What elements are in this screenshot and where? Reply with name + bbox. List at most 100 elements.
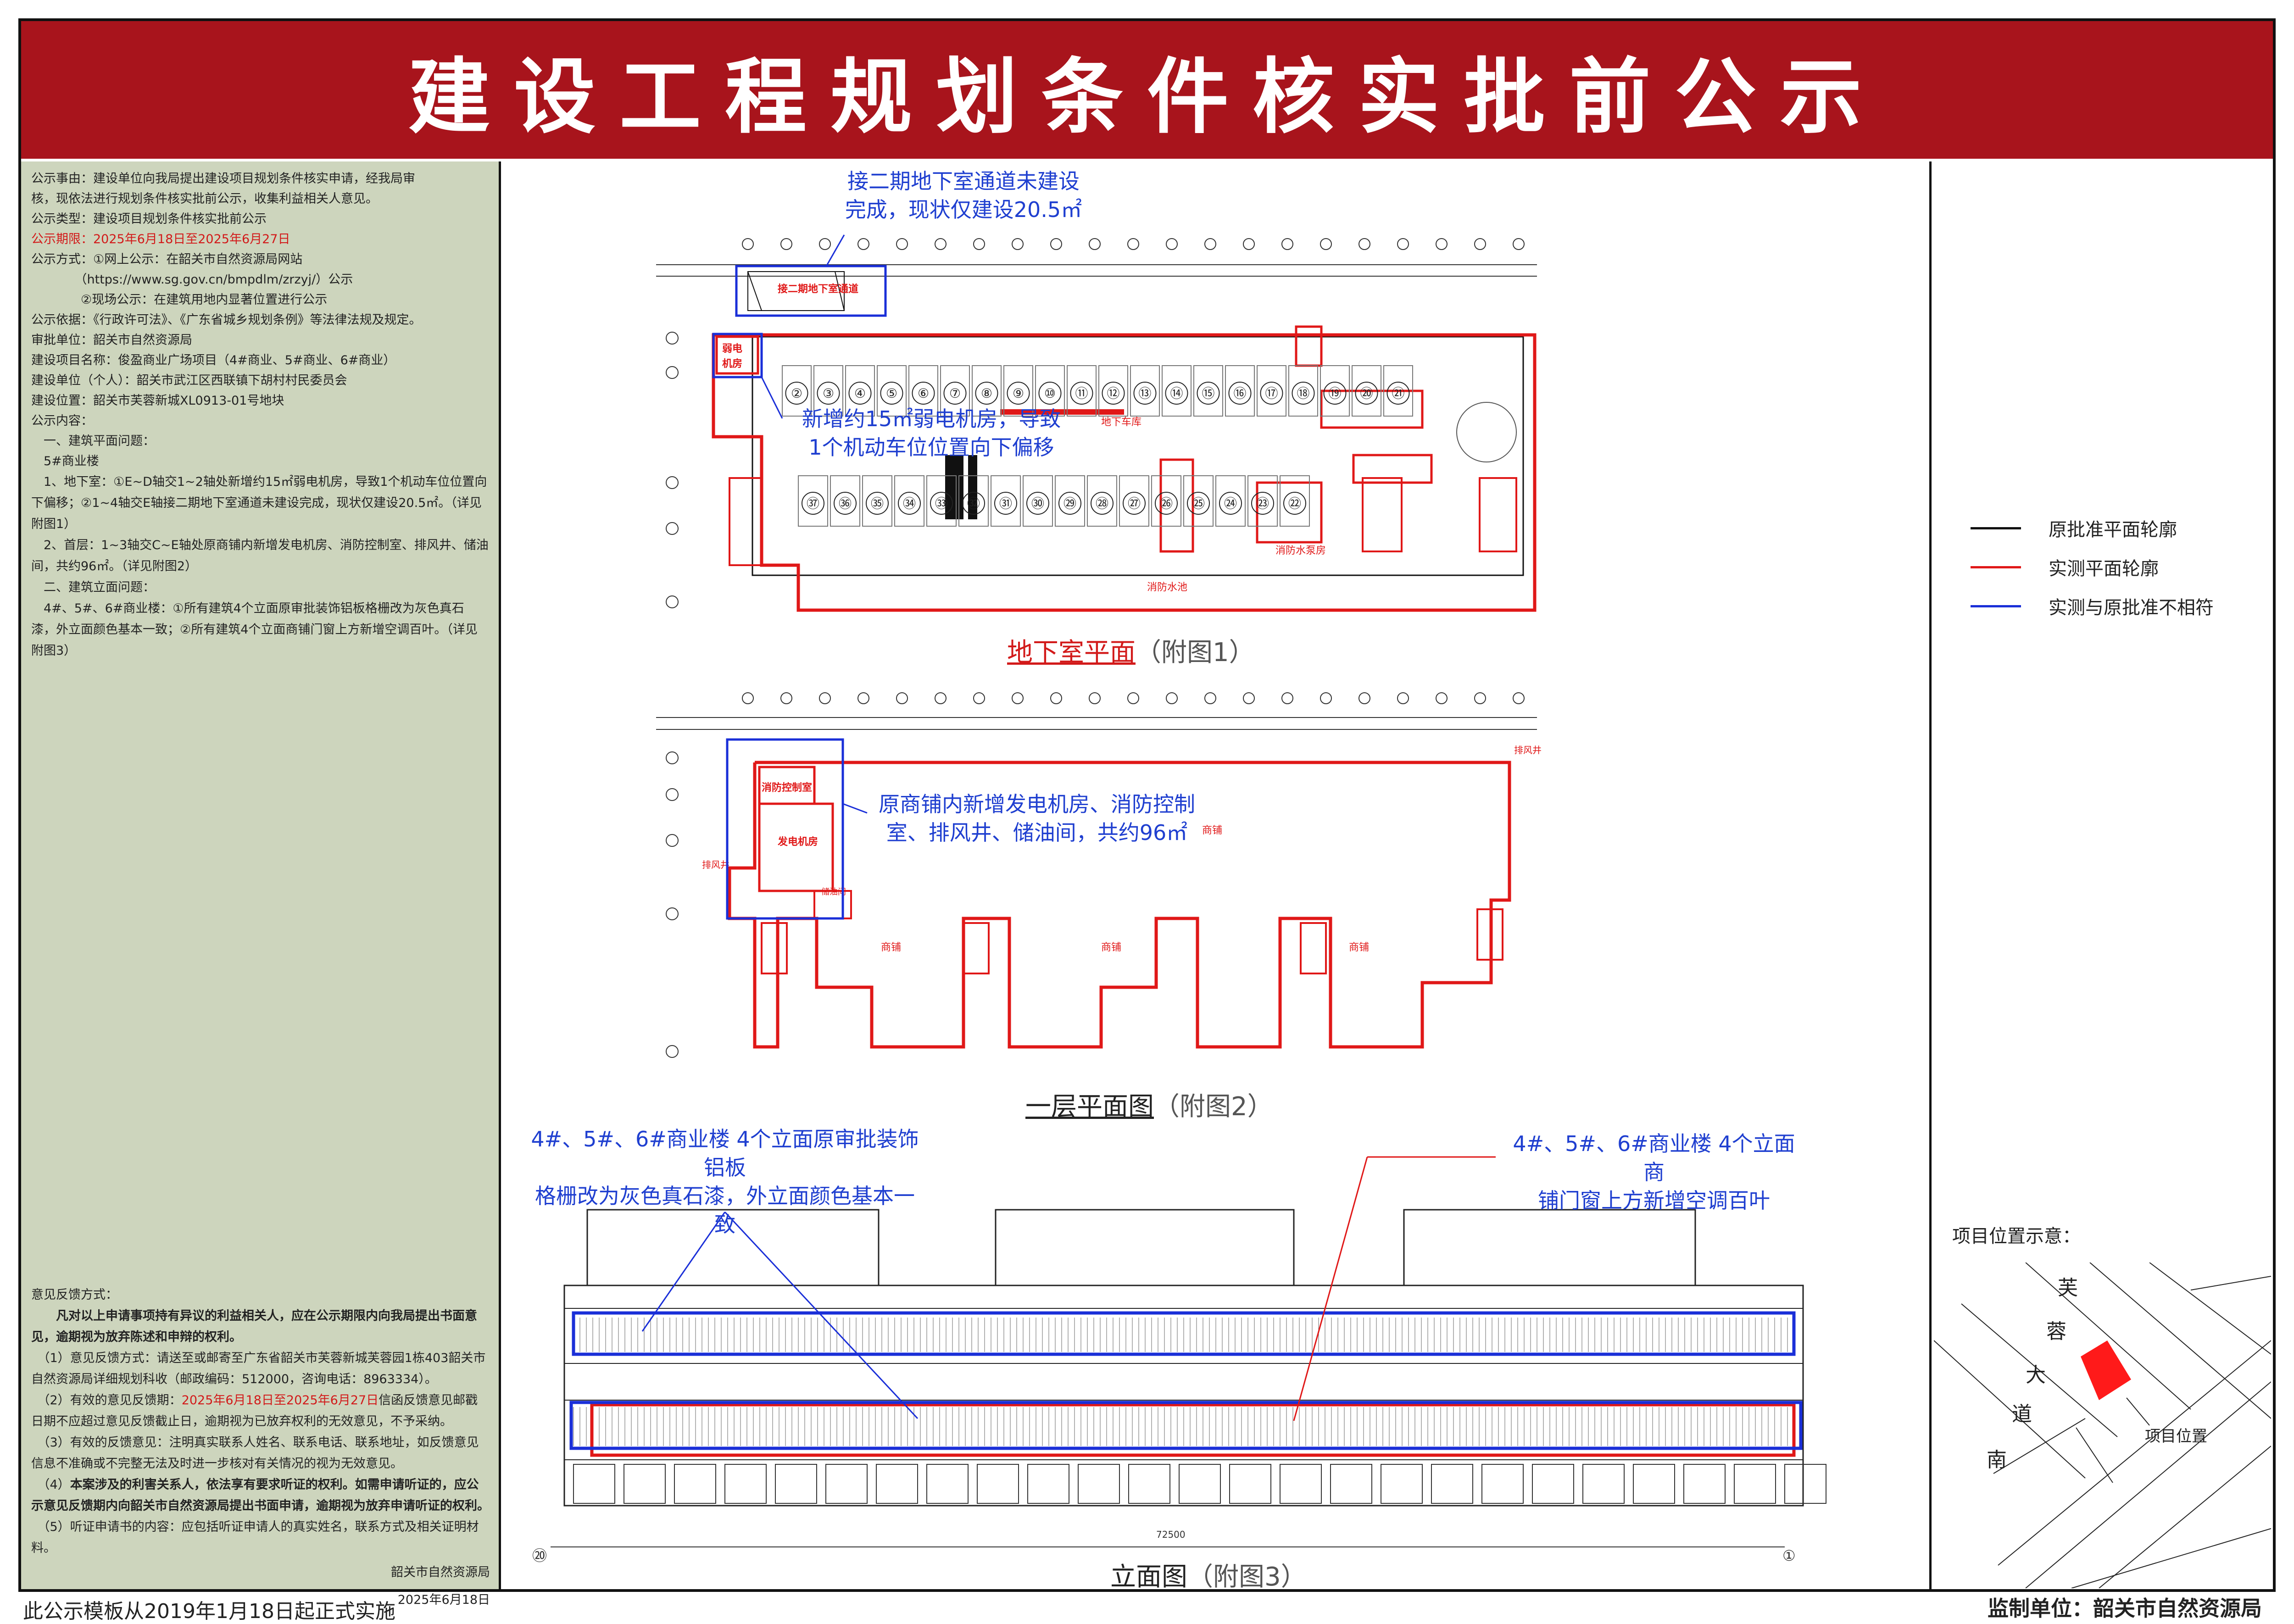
note-generator: 原商铺内新增发电机房、消防控制室、排风井、储油间，共约96㎡ (879, 792, 1195, 845)
axis-bubble (973, 238, 985, 250)
parking-stall (972, 365, 1002, 417)
stall-number: ㉝ (935, 496, 948, 511)
notice-lines: 公示事由：建设单位向我局提出建设项目规划条件核实申请，经我局审核，现依法进行规划… (31, 169, 489, 472)
road-char: 蓉 (2046, 1320, 2066, 1343)
stall-number-ring (817, 382, 840, 405)
parking-stall (1162, 365, 1192, 417)
axis-bubble (1166, 692, 1178, 704)
shopfront-door (1582, 1464, 1625, 1504)
stall-number-ring (943, 382, 967, 405)
svg-text:机房: 机房 (722, 358, 742, 370)
shopfront-door (775, 1464, 817, 1504)
stall-number-ring (994, 492, 1017, 515)
stall-number-ring (1007, 382, 1030, 405)
shopfront-door (624, 1464, 666, 1504)
parking-stall (958, 475, 989, 527)
axis-20: ⑳ (532, 1547, 547, 1564)
stall-number-ring (1102, 382, 1125, 405)
legend-item: 原批准平面轮廓 (1971, 515, 2177, 541)
parking-stall (1003, 365, 1033, 417)
feedback-4-pre: （4） (31, 1478, 70, 1492)
feedback-2-pre: （2）有效的意见反馈期： (31, 1393, 182, 1407)
shopfront-door (573, 1464, 615, 1504)
parking-stall (798, 475, 828, 527)
elevation-dim: 72500 (1156, 1529, 1186, 1540)
pump-room-label: 消防水泵房 (1275, 545, 1326, 556)
stall-number: ㉗ (1128, 496, 1141, 511)
axis-bubble (1243, 238, 1255, 250)
parking-stall (862, 475, 892, 527)
axis-bubble (1320, 238, 1332, 250)
stall-number-ring (1165, 382, 1188, 405)
site-label: 项目位置 (2145, 1427, 2207, 1446)
axis-bubble (1012, 238, 1024, 250)
axis-bubble (896, 692, 908, 704)
legend-swatch (1971, 566, 2021, 568)
legend-item: 实测与原批准不相符 (1971, 593, 2214, 619)
stall-number: ⑩ (1044, 386, 1056, 401)
ground-axis-bubbles (742, 692, 1525, 704)
parking-stall (1225, 365, 1255, 417)
generator-room-label: 发电机房 (777, 836, 818, 848)
notice-line: 5#商业楼 (31, 454, 99, 468)
legend-swatch (1971, 527, 2021, 529)
feedback-title: 意见反馈方式： (31, 1288, 118, 1302)
shopfront-door (1330, 1464, 1372, 1504)
stall-number: ⑯ (1233, 386, 1246, 401)
parking-stall (1023, 475, 1053, 527)
stall-number-ring (1260, 382, 1283, 405)
stall-number: ㉓ (1256, 496, 1269, 511)
parking-stall (1320, 365, 1350, 417)
page-title: 建设工程规划条件核实批前公示 (408, 49, 1886, 145)
stall-number-ring (1292, 382, 1315, 405)
stall-number-ring (785, 382, 808, 405)
notice-text-panel: 公示事由：建设单位向我局提出建设项目规划条件核实申请，经我局审核，现依法进行规划… (21, 161, 501, 1607)
stall-number: ⑱ (1297, 386, 1309, 401)
weak-room-outline (715, 335, 759, 375)
stall-number-ring (930, 492, 953, 515)
stall-number: ㉒ (1288, 496, 1301, 511)
stall-number-ring (962, 492, 985, 515)
stall-number: ⑳ (1360, 386, 1373, 401)
notice-content: 1、地下室：①E~D轴交1~2轴处新增约15㎡弱电机房，导致1个机动车位位置向下… (31, 472, 489, 662)
parking-stall (1098, 365, 1128, 417)
sign-date: 2025年6月18日 (397, 1593, 490, 1607)
shopfront-door (1179, 1464, 1221, 1504)
shop-label-3: 商铺 (1349, 942, 1369, 953)
feedback-2-period: 2025年6月18日至2025年6月27日 (181, 1393, 379, 1407)
legend-item: 实测平面轮廓 (1971, 554, 2159, 580)
stall-number: ㉛ (999, 496, 1012, 511)
stall-number: ㊲ (807, 496, 819, 511)
stall-number: ㉔ (1224, 496, 1237, 511)
parking-stall (1183, 475, 1214, 527)
axis-bubble (1436, 238, 1448, 250)
stall-number-ring (848, 382, 872, 405)
caption-elevation: 立面图（附图3） (1110, 1562, 1307, 1592)
stall-number-ring (866, 492, 889, 515)
stall-number: ⑨ (1013, 386, 1024, 401)
stall-number: ㉕ (1192, 496, 1205, 511)
stall-number: ⑫ (1107, 386, 1119, 401)
notice-line: 公示期限：2025年6月18日至2025年6月27日 (31, 232, 290, 246)
axis-bubble (935, 692, 947, 704)
notice-line: 公示类型：建设项目规划条件核实批前公示 (31, 212, 267, 226)
notice-line: 审批单位：韶关市自然资源局 (31, 333, 192, 347)
notice-paragraph: 二、建筑立面问题： (31, 580, 155, 595)
shop-label-2: 商铺 (1101, 942, 1121, 953)
axis-bubble (1281, 238, 1293, 250)
shopfront-door (1683, 1464, 1726, 1504)
parking-stall (1067, 365, 1097, 417)
footer-template-note: 此公示模板从2019年1月18日起正式实施 (23, 1600, 395, 1623)
parking-stall (1288, 365, 1318, 417)
notice-line: （https://www.sg.gov.cn/bmpdlm/zrzyj/）公示 (31, 273, 353, 287)
shop-label-4: 商铺 (1202, 825, 1222, 836)
axis-bubble (819, 692, 831, 704)
shop-label-1: 商铺 (881, 942, 901, 953)
axis-bubble (1474, 238, 1486, 250)
stall-number-ring (1355, 382, 1378, 405)
parking-stall (908, 365, 938, 417)
elevation-grilles (573, 1318, 1826, 1504)
stall-number: ⑭ (1170, 386, 1183, 401)
